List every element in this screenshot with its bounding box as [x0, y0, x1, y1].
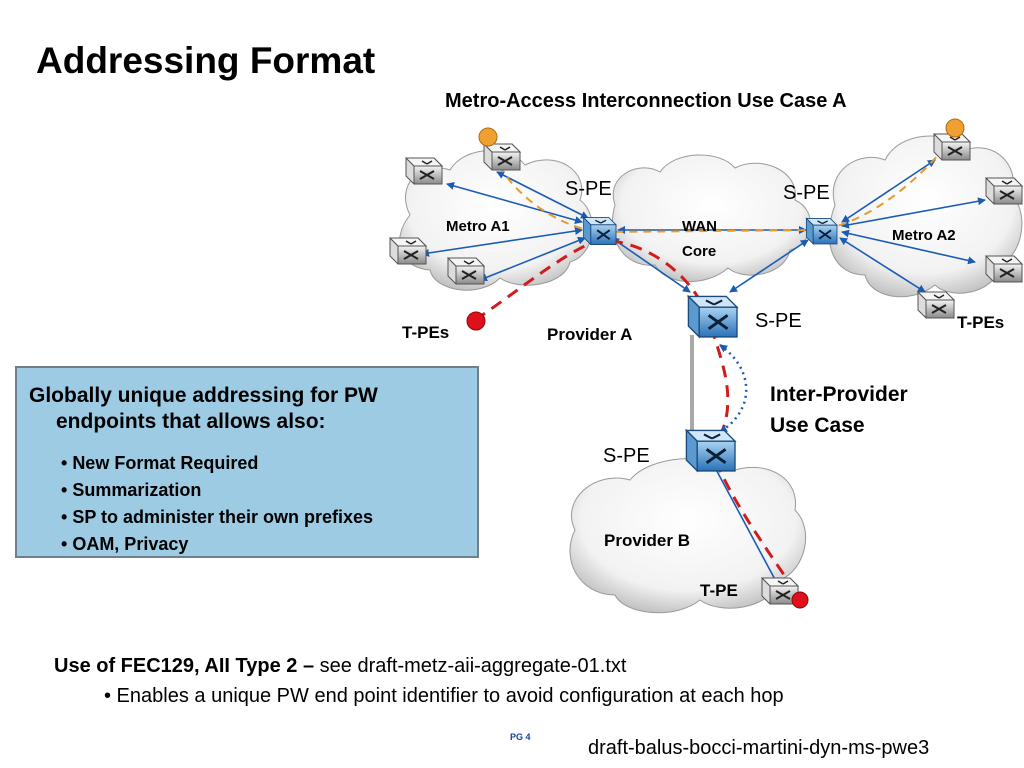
tpes-label: T-PEs	[957, 313, 1004, 332]
info-heading-line1: Globally unique addressing for PW	[29, 384, 378, 407]
list-item: • SP to administer their own prefixes	[61, 507, 374, 527]
spe-router-icon	[582, 216, 617, 246]
provider-b-link	[711, 461, 779, 586]
spe-label: S-PE	[783, 182, 830, 204]
endpoint-red-icon	[466, 311, 486, 331]
metro-a2-links	[839, 159, 986, 293]
info-heading-line2: endpoints that allows also:	[56, 410, 326, 433]
wan-core-label: Core	[682, 243, 716, 260]
tpe-router-icon	[483, 143, 521, 171]
fec129-bullet: • Enables a unique PW end point identifi…	[104, 685, 784, 707]
endpoint-red-icon	[791, 591, 809, 609]
tpe-router-icon	[917, 291, 955, 319]
inter-provider-label: Inter-Provider	[770, 383, 908, 406]
page-number: PG 4	[510, 732, 531, 742]
tpe-router-icon	[447, 257, 485, 285]
fec129-note: Use of FEC129, AII Type 2 – see draft-me…	[54, 655, 627, 677]
endpoint-orange-icon	[478, 127, 498, 147]
tpe-label: T-PE	[700, 581, 738, 600]
tpe-router-icon	[389, 237, 427, 265]
metro-a1-label: Metro A1	[446, 218, 510, 235]
spe-label: S-PE	[755, 310, 802, 332]
info-box: Globally unique addressing for PW endpoi…	[15, 366, 479, 558]
endpoint-orange-icon	[945, 118, 965, 138]
orange-pseudowire	[487, 134, 956, 234]
tpe-router-icon	[405, 157, 443, 185]
spe-label: S-PE	[603, 445, 650, 467]
provider-a-label: Provider A	[547, 325, 632, 344]
list-item: • New Format Required	[61, 453, 259, 473]
provider-b-label: Provider B	[604, 531, 690, 550]
slide-title: Addressing Format	[36, 40, 376, 81]
list-item: • OAM, Privacy	[61, 534, 189, 554]
metro-a2-label: Metro A2	[892, 227, 956, 244]
tpe-router-icon	[985, 255, 1023, 283]
spe-router-icon	[684, 428, 737, 473]
footer-draft-name: draft-balus-bocci-martini-dyn-ms-pwe3	[588, 737, 930, 759]
info-bullets: • New Format Required • Summarization • …	[61, 450, 373, 558]
tpes-label: T-PEs	[402, 323, 449, 342]
use-case-a-title: Metro-Access Interconnection Use Case A	[445, 90, 847, 112]
tpe-router-icon	[985, 177, 1023, 205]
tpe-router-icon	[933, 133, 971, 161]
info-heading: Globally unique addressing for PW endpoi…	[29, 383, 469, 435]
spe-router-icon	[686, 294, 739, 339]
spe-router-icon	[805, 217, 838, 245]
inter-provider-label: Use Case	[770, 414, 865, 437]
list-item: • Summarization	[61, 480, 202, 500]
spe-label: S-PE	[565, 178, 612, 200]
wan-core-label: WAN	[682, 218, 717, 235]
metro-a1-links	[421, 171, 809, 293]
inter-provider-oam-link	[719, 343, 748, 434]
